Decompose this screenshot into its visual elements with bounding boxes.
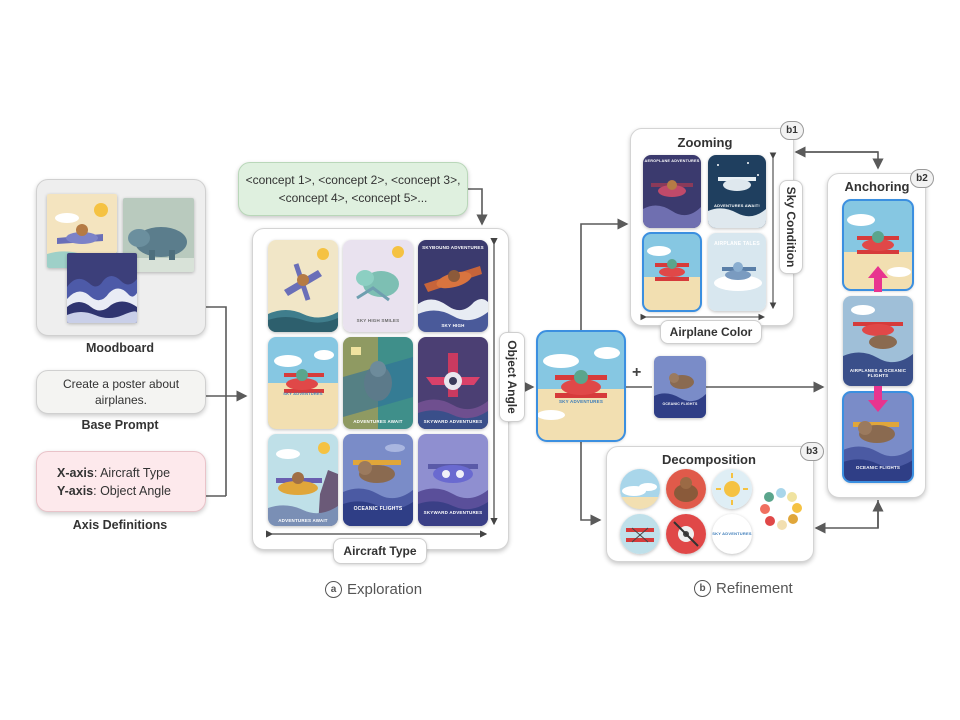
grid-card-r2c2-text: SKYWARD ADVENTURES (423, 510, 483, 515)
moodboard-image-waves (67, 253, 137, 323)
grid-card-r1c0[interactable]: SKY ADVENTURES (268, 337, 338, 429)
anchor-card-bottom[interactable]: OCEANIC FLIGHTS (842, 391, 914, 483)
grid-card-r2c1[interactable]: OCEANIC FLIGHTS (343, 434, 413, 526)
plus-sign: + (632, 364, 642, 381)
grid-card-r2c0-text: ADVENTURES AWAIT (278, 518, 328, 523)
section-a-label: a Exploration (325, 581, 422, 598)
decomposition-badge: b3 (800, 442, 824, 461)
decomp-circle-text[interactable]: SKY ADVENTURES (712, 514, 752, 554)
anchor-card-top[interactable] (842, 199, 914, 291)
base-prompt-label: Base Prompt (81, 418, 159, 432)
decomp-circle-text-label: SKY ADVENTURES (712, 531, 752, 536)
zooming-title: Zooming (677, 135, 733, 150)
anchoring-badge: b2 (910, 169, 934, 188)
grid-x-axis-label: Aircraft Type (333, 538, 427, 564)
grid-card-r1c2[interactable]: SKYWARD ADVENTURES (418, 337, 488, 429)
zoom-card-0[interactable]: AEROPLANE ADVENTURES (643, 155, 701, 228)
concepts-line-1: <concept 1>, <concept 2>, <concept 3>, (245, 173, 461, 187)
concepts-box[interactable]: <concept 1>, <concept 2>, <concept 3>, <… (238, 162, 468, 216)
x-axis-value: : Aircraft Type (93, 466, 171, 480)
moodboard-image-hippo (123, 198, 194, 272)
section-a-text: Exploration (347, 581, 423, 598)
axis-definitions-label: Axis Definitions (72, 518, 168, 532)
zoom-card-0-text: AEROPLANE ADVENTURES (644, 159, 700, 163)
grid-card-r0c2-top-text: SKYBOUND ADVENTURES (422, 245, 484, 250)
grid-y-axis-label: Object Angle (499, 332, 525, 422)
anchor-card-middle-text: AIRPLANES & OCEANIC FLIGHTS (849, 368, 907, 378)
decomp-circle-sky[interactable] (620, 469, 660, 509)
grid-card-r1c0-text: SKY ADVENTURES (283, 391, 323, 396)
zoom-card-3-text: AIRPLANE TALES (714, 241, 760, 247)
grid-card-r2c2[interactable]: SKYWARD ADVENTURES (418, 434, 488, 526)
zooming-badge: b1 (780, 121, 804, 140)
grid-card-r0c1[interactable]: SKY HIGH SMILES (343, 240, 413, 332)
decomp-circle-propeller[interactable] (666, 514, 706, 554)
grid-card-r1c1-text: ADVENTURES AWAIT (353, 419, 403, 424)
small-reference-card[interactable]: OCEANIC FLIGHTS (654, 356, 706, 418)
anchor-card-bottom-text: OCEANIC FLIGHTS (855, 465, 901, 470)
section-b-text: Refinement (716, 580, 793, 597)
zoom-card-1[interactable]: ADVENTURES AWAIT! (708, 155, 766, 228)
grid-card-r1c2-text: SKYWARD ADVENTURES (423, 419, 483, 424)
section-a-badge: a (325, 581, 342, 598)
grid-card-r0c2[interactable]: SKYBOUND ADVENTURES SKY HIGH (418, 240, 488, 332)
anchoring-title: Anchoring (844, 179, 910, 194)
zoom-card-3[interactable]: AIRPLANE TALES (708, 233, 766, 311)
decomposition-title: Decomposition (662, 452, 756, 467)
grid-card-r2c0[interactable]: ADVENTURES AWAIT (268, 434, 338, 526)
zoom-card-1-text: ADVENTURES AWAIT! (714, 203, 760, 208)
decomp-circle-sun[interactable] (712, 469, 752, 509)
decomp-color-palette[interactable] (759, 487, 803, 531)
decomp-circle-character[interactable] (666, 469, 706, 509)
decomp-circle-biplane[interactable] (620, 514, 660, 554)
grid-card-r0c0[interactable] (268, 240, 338, 332)
grid-card-r1c1[interactable]: ADVENTURES AWAIT (343, 337, 413, 429)
zoom-x-axis-label: Airplane Color (660, 320, 762, 344)
y-axis-key: Y-axis (57, 484, 94, 498)
base-prompt-text: Create a poster about airplanes. (62, 377, 180, 407)
y-axis-value: : Object Angle (93, 484, 171, 498)
selected-poster-card[interactable]: SKY ADVENTURES (536, 330, 626, 442)
concepts-line-2: <concept 4>, <concept 5>... (278, 191, 428, 205)
section-b-label: b Refinement (694, 580, 793, 597)
section-b-badge: b (694, 580, 711, 597)
zoom-y-axis-label: Sky Condition (779, 180, 803, 274)
base-prompt-input[interactable]: Create a poster about airplanes. (36, 370, 206, 414)
grid-card-r2c1-text: OCEANIC FLIGHTS (353, 506, 403, 512)
grid-card-r0c1-text: SKY HIGH SMILES (356, 318, 400, 323)
small-card-text: OCEANIC FLIGHTS (662, 402, 698, 406)
selected-poster-text: SKY ADVENTURES (558, 399, 604, 404)
axis-definitions-box[interactable]: X-axis: Aircraft Type Y-axis: Object Ang… (36, 451, 206, 512)
grid-card-r0c2-bottom-text: SKY HIGH (441, 323, 465, 328)
x-axis-key: X-axis (57, 466, 94, 480)
moodboard-label: Moodboard (85, 341, 155, 355)
anchor-card-middle[interactable]: AIRPLANES & OCEANIC FLIGHTS (843, 296, 913, 386)
zoom-card-2[interactable] (642, 232, 702, 312)
